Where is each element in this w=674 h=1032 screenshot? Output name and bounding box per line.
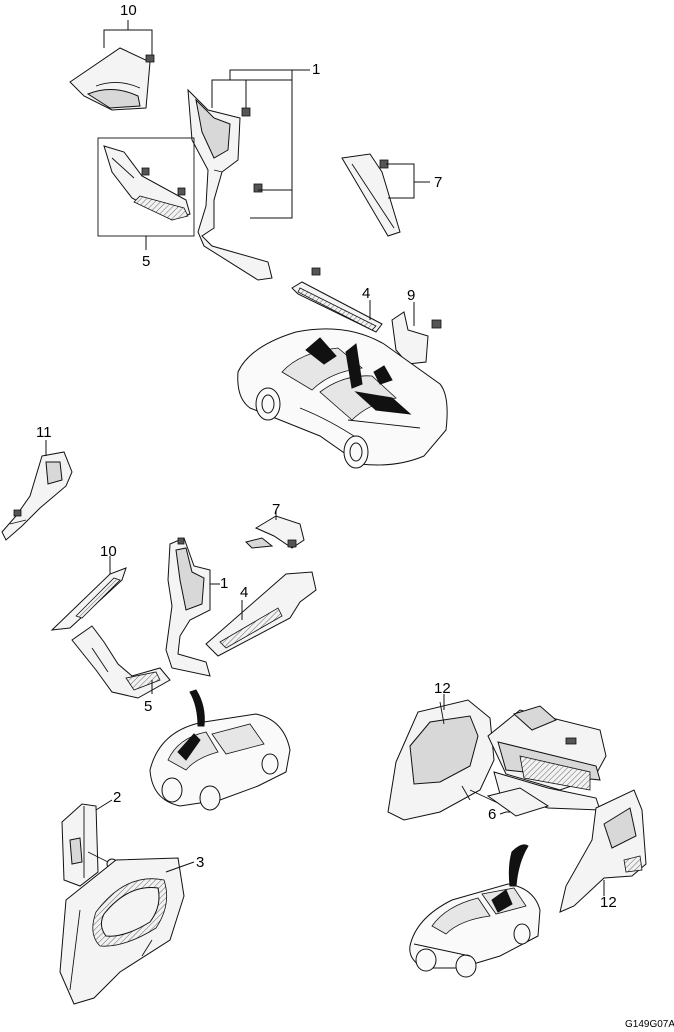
part-12-top-cargo-side-trim: 12 <box>387 680 495 821</box>
part-4-top-sill-plate: 4 <box>291 267 383 333</box>
callout-11: 11 <box>36 424 52 441</box>
part-7-top-front-pillar-trim: 7 <box>341 153 442 237</box>
part-10-top-rear-pillar-trim: 10 <box>69 2 155 111</box>
callout-4-top: 4 <box>362 285 370 302</box>
callout-2: 2 <box>113 789 121 806</box>
callout-4-mid: 4 <box>240 584 248 601</box>
part-6-cargo-cover: 6 <box>486 787 550 823</box>
part-1-mid-center-pillar-trim: 1 <box>165 537 228 677</box>
callout-10-top: 10 <box>120 2 137 19</box>
part-3-rear-side-trim: 3 <box>59 854 204 1005</box>
part-12-bottom-cargo-side-trim: 12 <box>559 789 647 913</box>
hatchback-car-mid <box>149 689 291 811</box>
callout-1-top: 1 <box>312 61 320 78</box>
part-1-top-center-pillar-trim: 1 <box>187 61 320 281</box>
part-9-top-sill-end-cover: 9 <box>391 287 442 365</box>
callout-9-top: 9 <box>407 287 415 304</box>
part-10-mid-rear-pillar-trim: 10 <box>50 543 127 631</box>
figure-code: G149G07A <box>625 1019 674 1030</box>
callout-10-mid: 10 <box>100 543 117 560</box>
part-5-top-lower-pillar-trim: 5 <box>97 137 195 270</box>
callout-12-top: 12 <box>434 680 451 697</box>
part-5-mid-lower-trim: 5 <box>71 625 171 715</box>
part-4-mid-sill-plate: 4 <box>205 571 317 657</box>
callout-7-mid: 7 <box>272 501 280 518</box>
callout-6: 6 <box>488 806 496 823</box>
callout-12-bottom: 12 <box>600 894 617 911</box>
callout-3: 3 <box>196 854 204 871</box>
part-11-quarter-trim: 11 <box>1 424 73 541</box>
sedan-car-top <box>237 328 448 469</box>
part-2-lower-quarter-trim: 2 <box>61 789 121 887</box>
callout-1-mid: 1 <box>220 575 228 592</box>
part-7-mid-pillar-trim: 7 <box>245 501 305 549</box>
callout-5-top: 5 <box>142 253 150 270</box>
hatchback-car-bottom <box>409 844 541 978</box>
cargo-floor-panel <box>461 705 607 811</box>
callout-7-top: 7 <box>434 174 442 191</box>
callout-5-mid: 5 <box>144 698 152 715</box>
